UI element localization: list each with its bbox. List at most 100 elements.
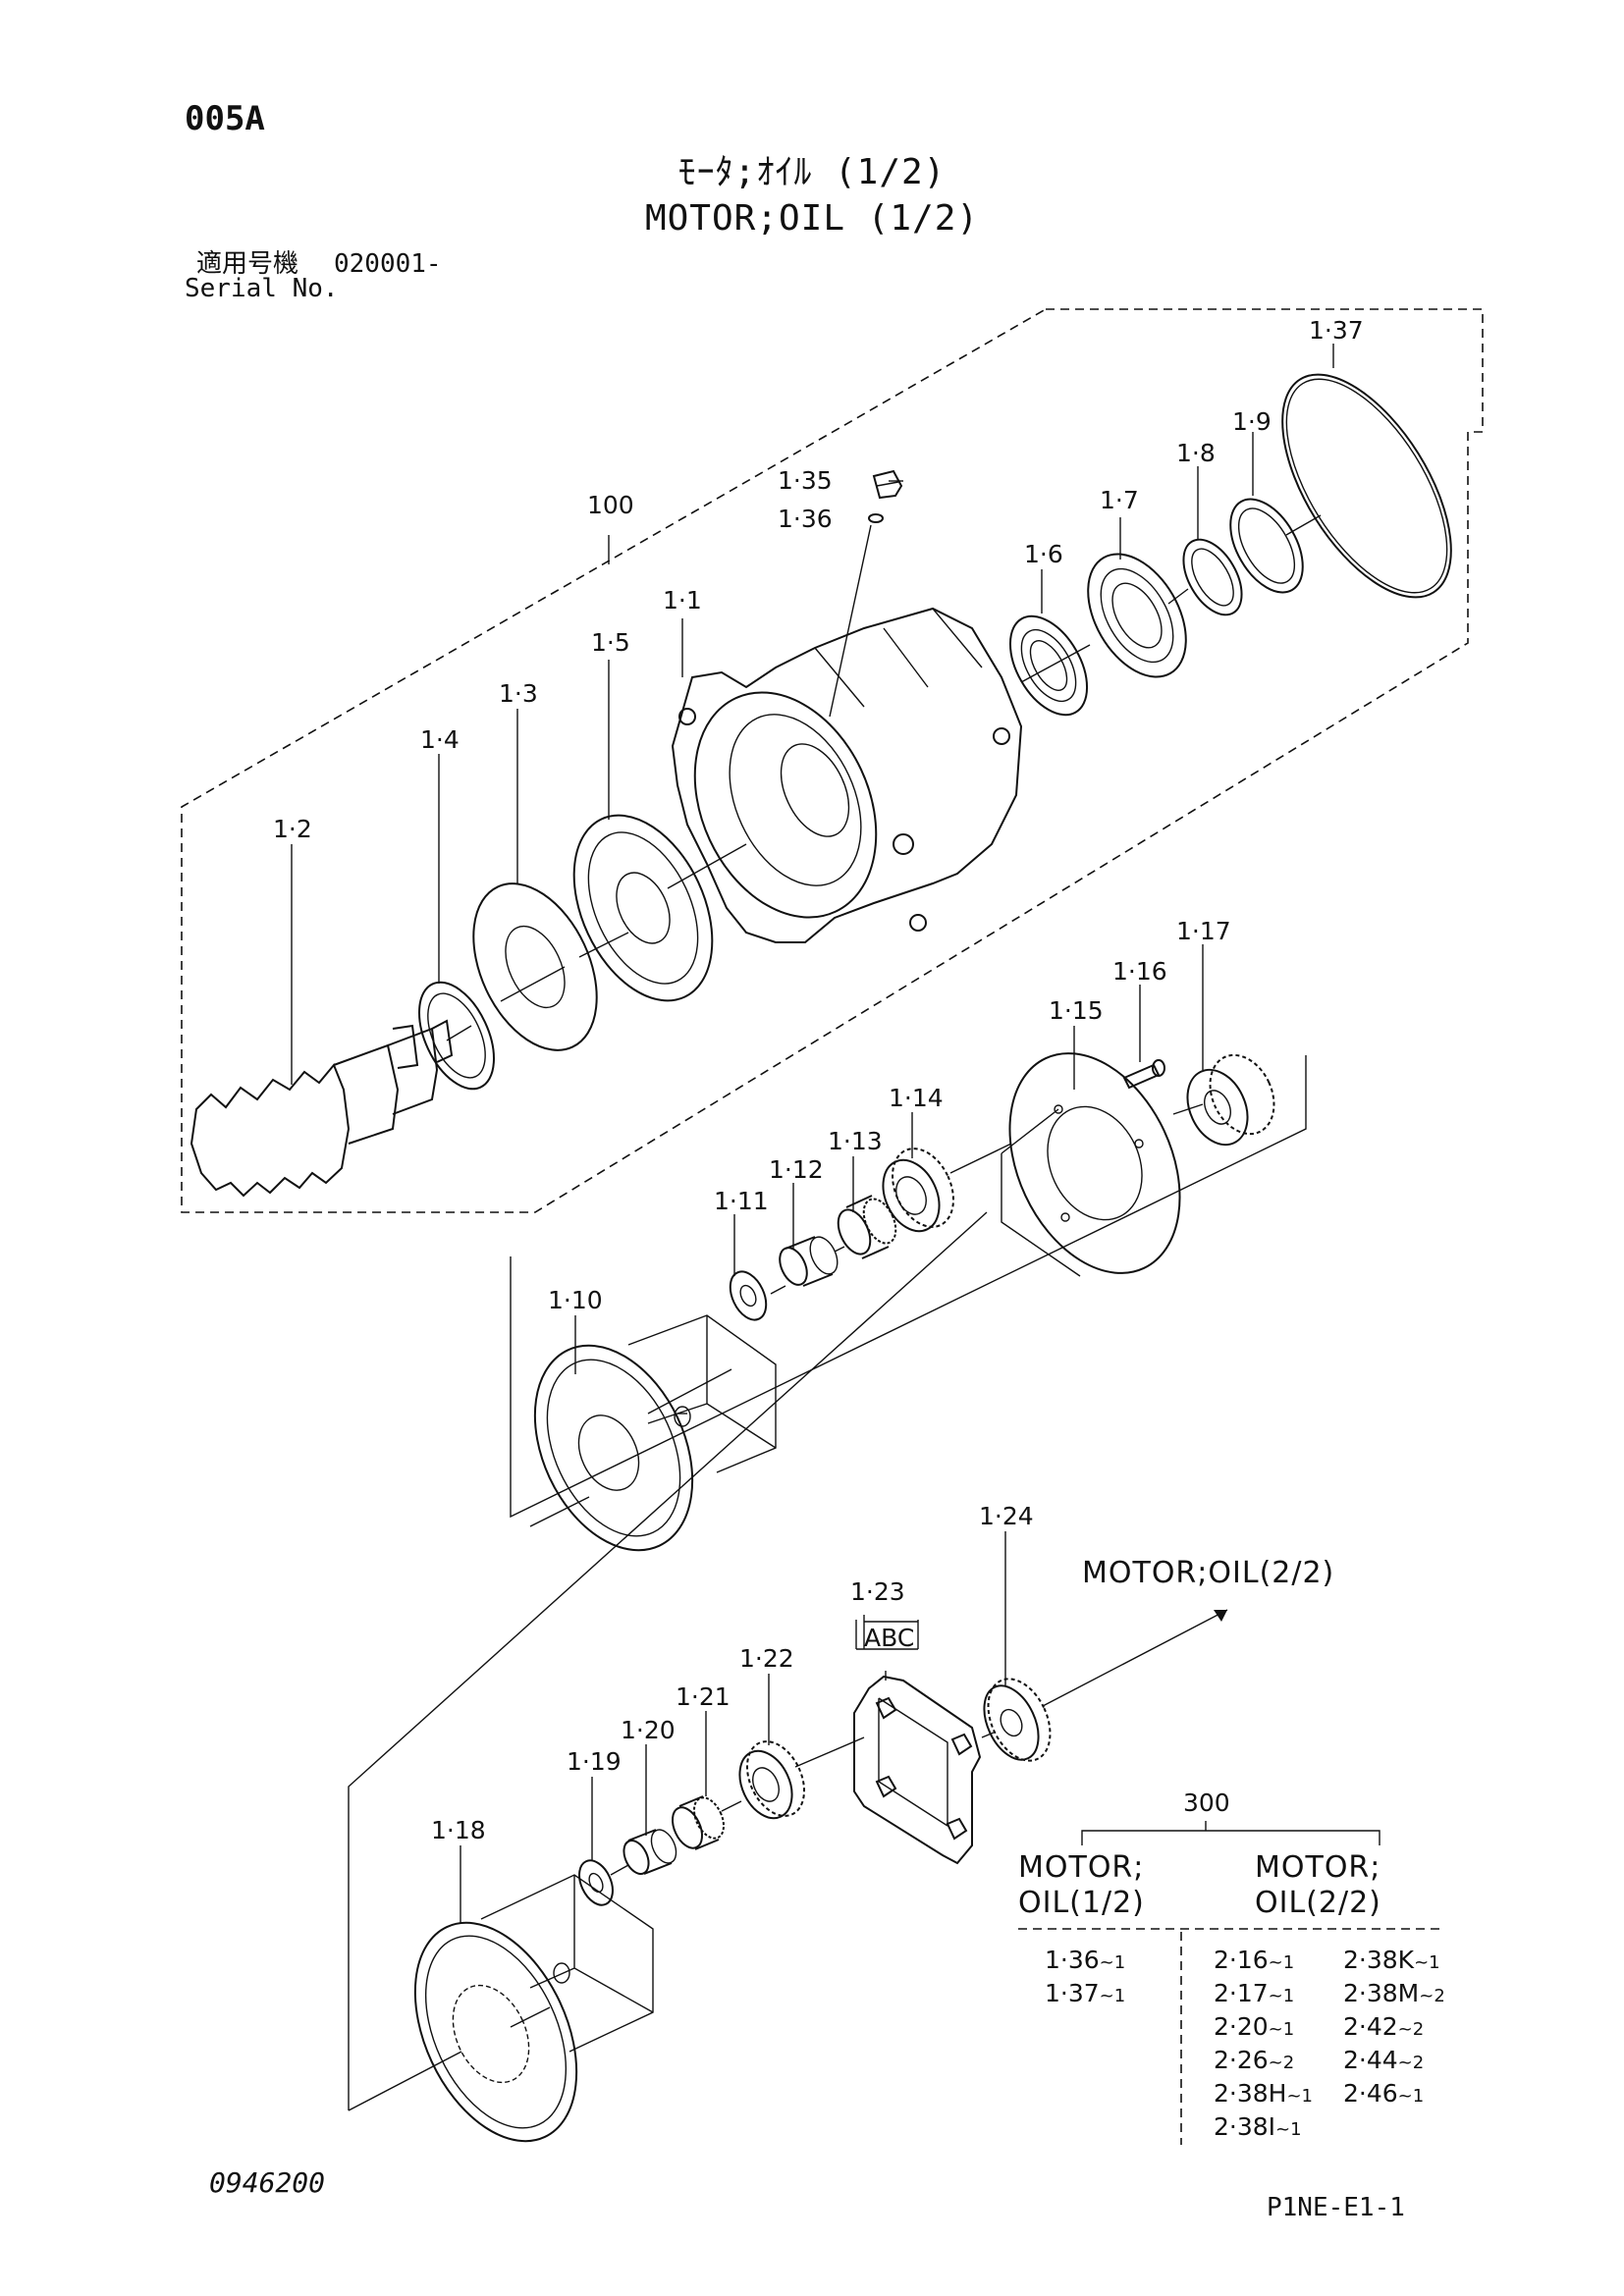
table-entry-part: 2·38I	[1214, 2112, 1275, 2141]
table-col1-header-line2: OIL(1/2)	[1018, 1886, 1145, 1920]
carrier-2-boundary	[348, 1211, 988, 2110]
washer-1-19[interactable]	[572, 1855, 619, 1910]
serial-label-english: Serial No.	[185, 274, 339, 303]
table-entry-qty: ~2	[1398, 2019, 1425, 2040]
label-1-23-variants: ABC	[864, 1624, 914, 1652]
gear-1-14[interactable]	[872, 1139, 965, 1240]
bearing-1-7[interactable]	[1068, 537, 1207, 694]
label-1-24: 1·24	[979, 1502, 1034, 1530]
axis-line-middle	[529, 1103, 1204, 1527]
page-code: 005A	[185, 99, 265, 138]
label-1-7: 1·7	[1100, 486, 1139, 514]
serial-label-japanese: 適用号機	[196, 249, 299, 279]
gear-1-22[interactable]	[730, 1733, 815, 1827]
plug-1-35[interactable]	[872, 469, 903, 500]
table-entry: 2·38K~1	[1343, 1946, 1440, 1974]
table-entry: 2·38H~1	[1214, 2079, 1313, 2108]
table-entry-qty: ~1	[1269, 2019, 1295, 2040]
gear-1-24[interactable]	[973, 1669, 1062, 1770]
table-col1-rows: 1·36~11·37~1	[1045, 1946, 1125, 2007]
label-1-13: 1·13	[828, 1127, 883, 1155]
continuation-label: MOTOR;OIL(2/2)	[1082, 1556, 1334, 1590]
table-entry-part: 2·38M	[1343, 1979, 1419, 2007]
table-entry-part: 2·38H	[1214, 2079, 1286, 2108]
label-1-37: 1·37	[1309, 316, 1364, 345]
label-1-5: 1·5	[591, 628, 630, 657]
needle-bearing-1-21[interactable]	[667, 1793, 730, 1853]
table-col1-header-line1: MOTOR;	[1018, 1850, 1144, 1885]
table-entry-qty: ~1	[1286, 2086, 1313, 2107]
serial-number-value: 020001-	[334, 249, 442, 279]
o-ring-1-36[interactable]	[868, 513, 884, 523]
label-1-4: 1·4	[420, 725, 460, 754]
screw-1-16[interactable]	[1122, 1059, 1165, 1090]
needle-bearing-1-13[interactable]	[832, 1194, 902, 1259]
plate-1-23[interactable]	[853, 1675, 982, 1865]
leader-lines	[291, 344, 1334, 1924]
label-1-15: 1·15	[1049, 996, 1104, 1025]
table-entry: 2·38M~2	[1343, 1979, 1445, 2007]
table-entry-part: 2·17	[1214, 1979, 1269, 2007]
table-entry-qty: ~1	[1398, 2086, 1425, 2107]
title-japanese: ﾓｰﾀ;ｵｲﾙ (1/2)	[677, 152, 947, 192]
label-1-35: 1·35	[778, 466, 833, 495]
part-1-3[interactable]	[449, 864, 622, 1070]
table-entry-part: 1·37	[1045, 1979, 1100, 2007]
bushing-1-20[interactable]	[619, 1826, 680, 1878]
label-1-19: 1·19	[567, 1747, 622, 1776]
label-1-22: 1·22	[739, 1644, 794, 1673]
carrier-1-10[interactable]	[504, 1314, 777, 1575]
label-100: 100	[587, 491, 634, 519]
title-english: MOTOR;OIL (1/2)	[644, 198, 980, 239]
table-entry: 2·16~1	[1214, 1946, 1294, 1974]
label-1-1: 1·1	[663, 586, 702, 614]
label-1-18: 1·18	[431, 1816, 486, 1844]
shaft-1-2[interactable]	[189, 1019, 454, 1198]
label-1-6: 1·6	[1024, 540, 1063, 568]
label-1-8: 1·8	[1176, 439, 1216, 467]
table-entry-qty: ~1	[1100, 1952, 1126, 1973]
document-number: 0946200	[209, 2166, 326, 2199]
table-entry-qty: ~2	[1398, 2053, 1425, 2073]
washer-1-11[interactable]	[724, 1266, 774, 1326]
table-entry: 2·42~2	[1343, 2012, 1424, 2041]
table-entry-part: 2·26	[1214, 2046, 1269, 2074]
label-1-21: 1·21	[676, 1682, 731, 1711]
table-entry: 2·44~2	[1343, 2046, 1424, 2074]
ring-1-4[interactable]	[404, 971, 509, 1100]
housing-1-1[interactable]	[660, 607, 1023, 947]
table-entry-qty: ~1	[1275, 2119, 1302, 2140]
table-col2a-rows: 2·16~12·17~12·20~12·26~22·38H~12·38I~1	[1214, 1946, 1313, 2141]
page-reference: P1NE-E1-1	[1267, 2193, 1405, 2222]
bushing-1-12[interactable]	[775, 1233, 843, 1289]
label-1-16: 1·16	[1112, 957, 1167, 986]
table-entry-part: 1·36	[1045, 1946, 1100, 1974]
table-entry-qty: ~1	[1414, 1952, 1440, 1973]
table-entry-part: 2·20	[1214, 2012, 1269, 2041]
table-entry-qty: ~2	[1419, 1986, 1445, 2006]
label-1-17: 1·17	[1176, 917, 1231, 945]
label-1-2: 1·2	[273, 815, 312, 843]
table-col2-header-line2: OIL(2/2)	[1255, 1886, 1381, 1920]
label-1-23: 1·23	[850, 1577, 905, 1606]
carrier-1-boundary	[510, 1055, 1307, 1519]
split-ring-1-8[interactable]	[1171, 530, 1254, 625]
label-1-14: 1·14	[889, 1084, 944, 1112]
table-entry-qty: ~1	[1100, 1986, 1126, 2006]
table-entry-part: 2·42	[1343, 2012, 1398, 2041]
label-1-12: 1·12	[769, 1155, 824, 1184]
label-1-3: 1·3	[499, 679, 538, 708]
seal-1-6[interactable]	[995, 603, 1103, 727]
table-entry-part: 2·44	[1343, 2046, 1398, 2074]
gear-1-17[interactable]	[1176, 1044, 1286, 1154]
part-labels: 1·37 1·9 1·8 1·7 1·6 1·35 1·36 100 1·1 1…	[273, 316, 1364, 1844]
continuation-arrow-icon	[1214, 1610, 1227, 1622]
label-1-20: 1·20	[621, 1716, 676, 1744]
carrier-plate-1-15[interactable]	[976, 1026, 1213, 1301]
table-entry: 2·38I~1	[1214, 2112, 1302, 2141]
carrier-1-18[interactable]	[383, 1874, 654, 2166]
table-entry-qty: ~2	[1269, 2053, 1295, 2073]
part-1-5[interactable]	[547, 793, 740, 1023]
ring-1-9[interactable]	[1216, 487, 1318, 605]
